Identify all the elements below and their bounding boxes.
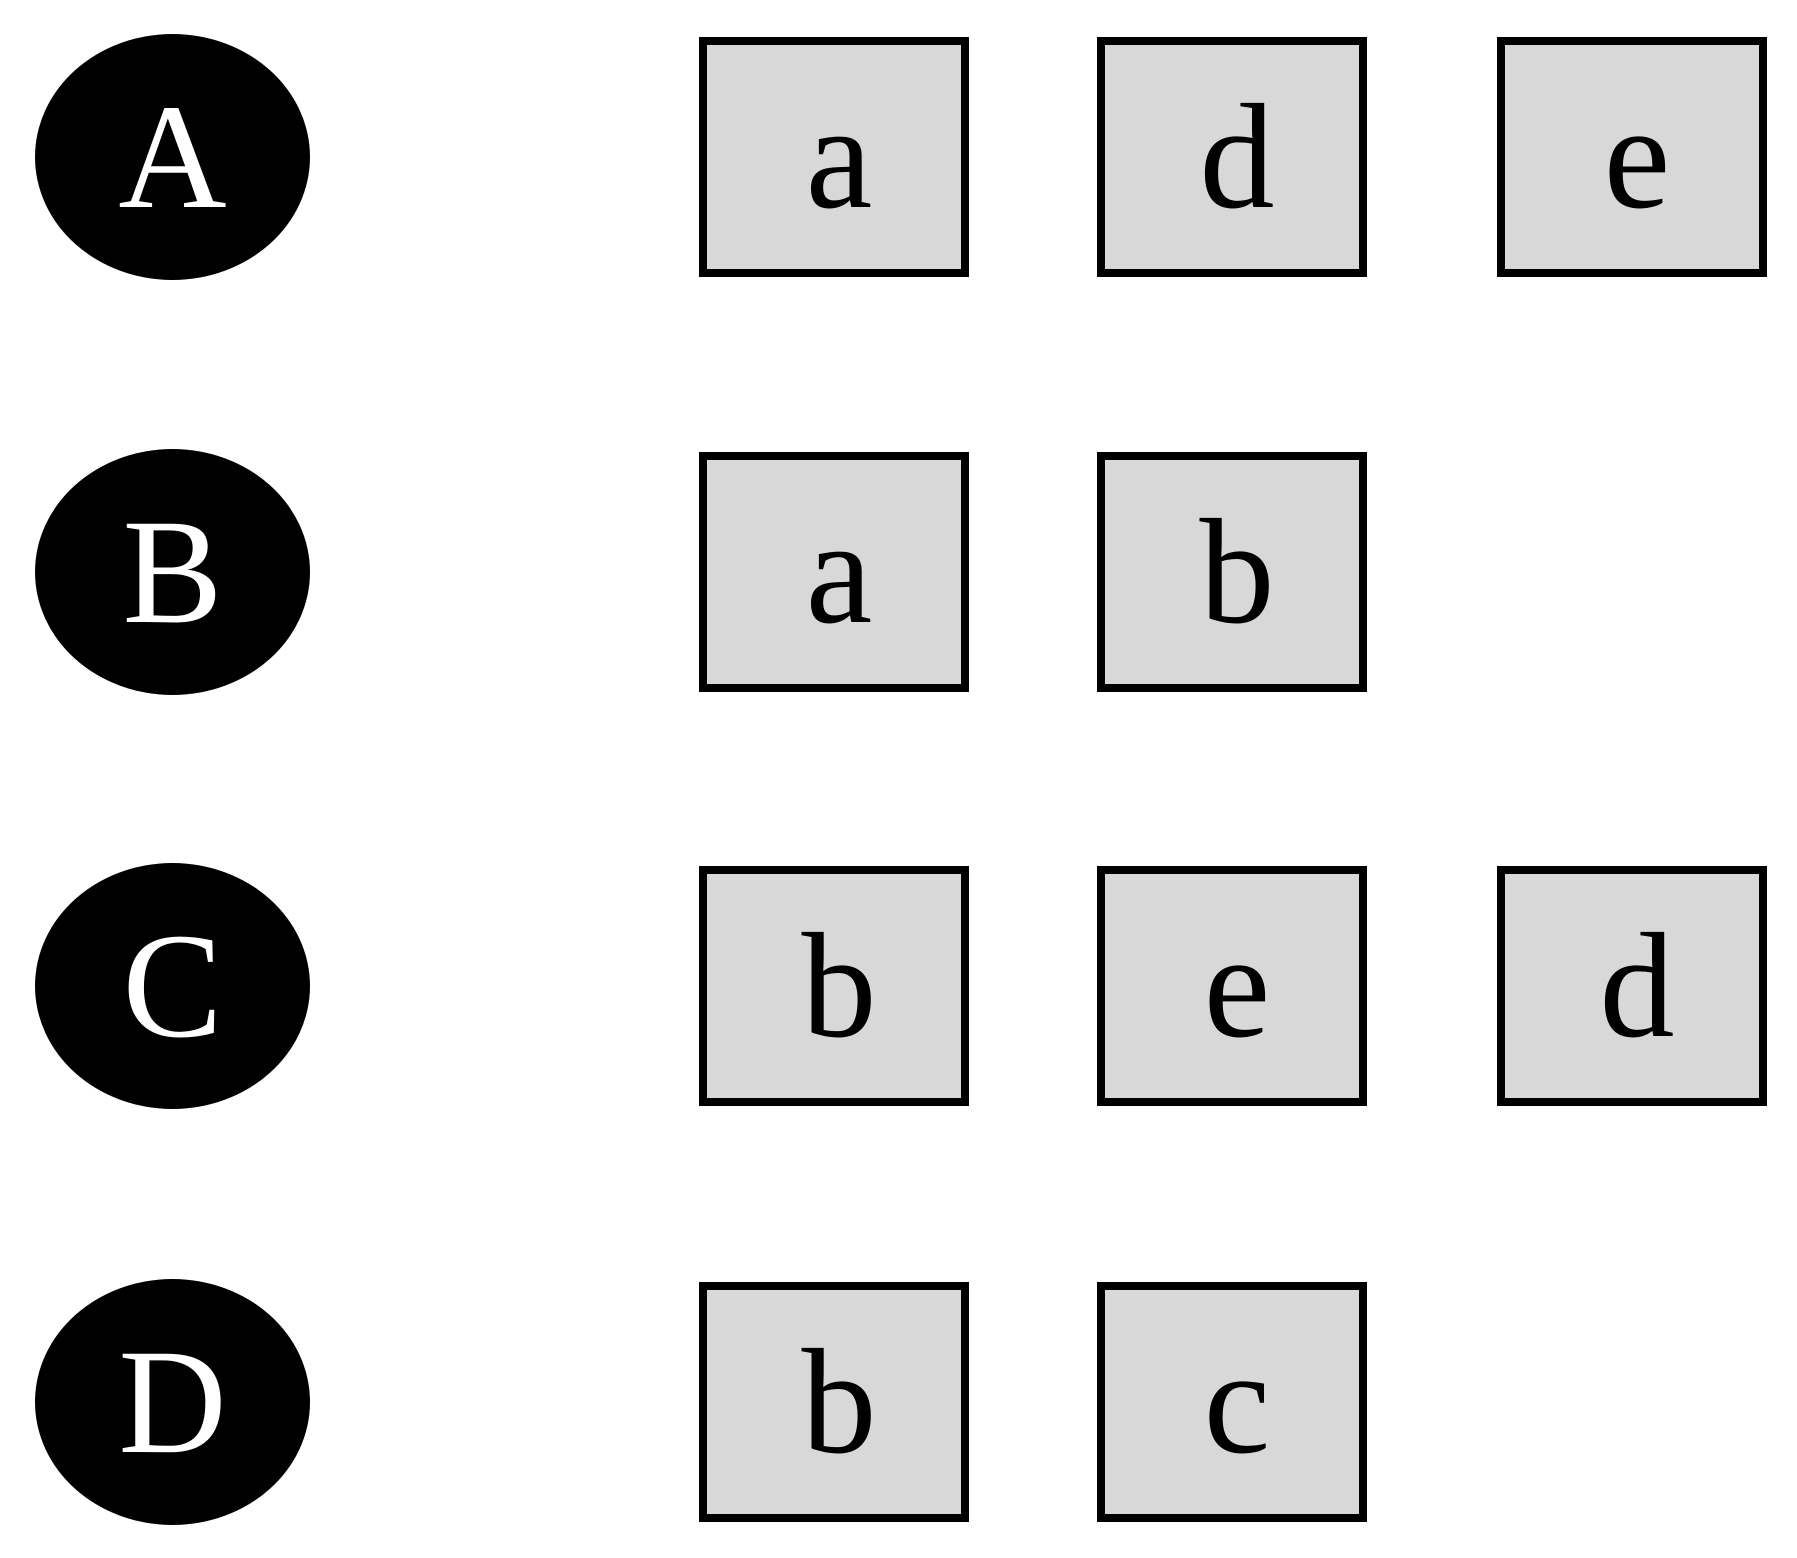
row-a-box-1-letter: a [805, 74, 873, 240]
row-b-label: B [122, 489, 223, 655]
row-c-box-2-letter: e [1203, 903, 1271, 1069]
row-a-label: A [118, 74, 227, 240]
row-a-box-2: d [1097, 37, 1367, 277]
row-a-box-3: e [1497, 37, 1767, 277]
row-c-box-1-letter: b [801, 903, 877, 1069]
row-b-box-1: a [699, 452, 969, 692]
row-a-box-3-letter: e [1603, 74, 1671, 240]
row-c-box-3: d [1497, 866, 1767, 1106]
row-d-box-1: b [699, 1282, 969, 1522]
row-d-box-1-letter: b [801, 1319, 877, 1485]
row-c-box-3-letter: d [1599, 903, 1675, 1069]
row-d-ellipse: D [35, 1279, 310, 1525]
row-c-box-1: b [699, 866, 969, 1106]
row-b-box-1-letter: a [805, 489, 873, 655]
row-c-box-2: e [1097, 866, 1367, 1106]
row-b-box-2: b [1097, 452, 1367, 692]
row-a-box-2-letter: d [1199, 74, 1275, 240]
row-d-box-2-letter: c [1203, 1319, 1271, 1485]
row-d-box-2: c [1097, 1282, 1367, 1522]
row-b-ellipse: B [35, 449, 310, 695]
row-c-label: C [122, 903, 223, 1069]
row-a-ellipse: A [35, 34, 310, 280]
row-b-box-2-letter: b [1199, 489, 1275, 655]
row-c-ellipse: C [35, 863, 310, 1109]
row-a-box-1: a [699, 37, 969, 277]
row-d-label: D [118, 1319, 227, 1485]
